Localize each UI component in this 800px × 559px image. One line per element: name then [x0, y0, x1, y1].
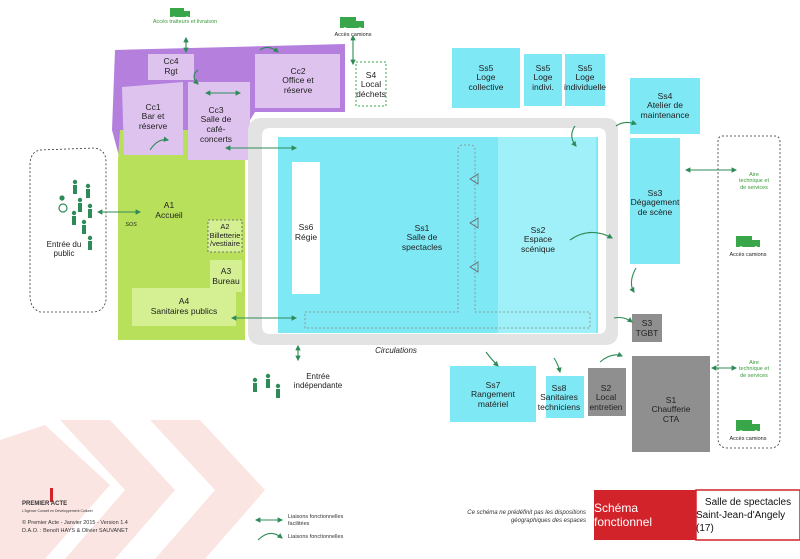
- internal-corridor: [304, 144, 591, 329]
- room-s3: [632, 314, 662, 342]
- truck-icon-middle: [736, 236, 760, 250]
- room-s1: [632, 356, 710, 452]
- legend-functional-label: Liaisons fonctionnelles: [288, 534, 344, 540]
- title-block: Salle de spectacles Saint-Jean-d'Angely …: [696, 490, 800, 540]
- room-cc4: [148, 54, 194, 80]
- title-line-1: Salle de spectacles: [704, 496, 792, 508]
- room-a4: [132, 288, 236, 326]
- label-acces-camions-mid: Accès camions: [729, 252, 767, 258]
- room-ss6: [292, 162, 320, 294]
- title-line-2: Saint-Jean-d'Angely (17): [696, 509, 786, 534]
- room-a2: [207, 219, 243, 253]
- public-figures-icon: [58, 179, 93, 250]
- room-ss5-indiv: [524, 54, 562, 106]
- title-red-label: Schéma fonctionnel: [594, 501, 653, 529]
- brand-mark-icon: [50, 488, 53, 502]
- room-ss4: [630, 78, 700, 134]
- room-cc2: [255, 54, 340, 108]
- label-aire-technique-2: Aire technique et de services: [739, 360, 769, 379]
- facilitated-links: [96, 34, 738, 371]
- independent-entrance-figures-icon: [252, 373, 281, 398]
- label-entree-public: Entrée du public: [46, 240, 82, 259]
- footer-dao: D.A.O. : Benoît HAYS & Olivier SAUVANET: [22, 528, 129, 534]
- room-cc3: [188, 82, 250, 160]
- room-ss5-individuelle: [565, 54, 605, 106]
- functional-links: [149, 46, 638, 374]
- label-sos: SOS: [125, 222, 137, 228]
- room-ss8: [546, 376, 584, 418]
- room-s4: [355, 61, 387, 107]
- room-ss5-collective: [452, 48, 520, 108]
- arrow-triangle-1: [469, 173, 479, 185]
- title-red-box: [594, 490, 696, 540]
- entrance-area: [29, 147, 107, 313]
- truck-icon-bottom: [736, 420, 760, 434]
- title-white-box: [695, 489, 800, 541]
- label-acces-camions-bottom: Accès camions: [729, 436, 767, 442]
- legend-curved-arrow: [257, 532, 283, 541]
- truck-icon-top: [340, 17, 364, 31]
- label-aire-technique-1: Aire technique et de services: [739, 172, 769, 191]
- label-acces-camions-top: Accès camions: [334, 32, 372, 38]
- service-area: [717, 135, 781, 449]
- label-circulations: Circulations: [375, 346, 417, 355]
- label-entree-independante: Entrée indépendante: [293, 372, 343, 391]
- decorative-chevrons: [0, 420, 265, 559]
- legend-facilitated-label: Liaisons fonctionnelles facilitées: [288, 514, 344, 528]
- room-ss3: [630, 138, 680, 264]
- label-acces-traiteurs: Accès traiteurs et livraison: [152, 19, 218, 25]
- room-a3: [210, 260, 242, 292]
- footer-note: Ce schéma ne prédéfinit pas les disposit…: [467, 510, 586, 524]
- truck-icon-top-left: [170, 8, 190, 20]
- footer-brand: PREMIER ACTE: [22, 501, 68, 507]
- room-ss7: [450, 366, 536, 422]
- footer-copyright: © Premier Acte - Janvier 2015 - Version …: [22, 520, 128, 526]
- arrow-triangle-3: [469, 261, 479, 273]
- room-s2: [588, 368, 626, 416]
- arrow-triangle-2: [469, 217, 479, 229]
- footer-brand-tagline: L'Agence Conseil en Développement Cultur…: [22, 509, 93, 513]
